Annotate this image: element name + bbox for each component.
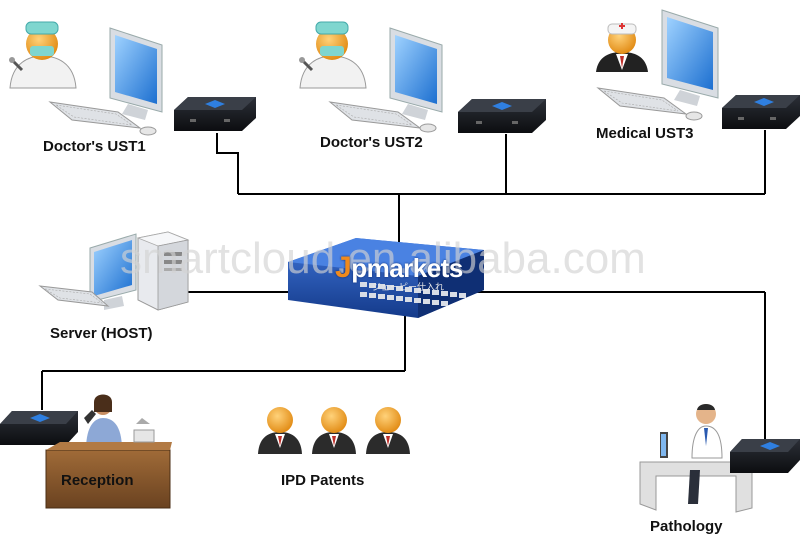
doctor2-workstation bbox=[299, 21, 546, 133]
patient-icon bbox=[312, 407, 356, 454]
label-reception: Reception bbox=[61, 472, 134, 489]
server-tower-icon bbox=[136, 231, 190, 311]
desk-icon bbox=[45, 418, 172, 509]
thin-client-box bbox=[458, 99, 546, 133]
monitor-icon bbox=[109, 27, 163, 120]
label-server: Server (HOST) bbox=[50, 325, 153, 342]
medical3-workstation bbox=[596, 9, 800, 129]
watermark-text: smartcloud.en.alibaba.com bbox=[120, 234, 646, 283]
thin-client-box bbox=[174, 97, 256, 131]
monitor-icon bbox=[89, 233, 137, 310]
thin-client-box bbox=[722, 95, 800, 129]
monitor-icon bbox=[389, 27, 443, 120]
network-cables bbox=[41, 130, 766, 440]
doctor-icon bbox=[299, 21, 367, 89]
thin-client-box bbox=[730, 439, 800, 473]
label-doctor1: Doctor's UST1 bbox=[43, 138, 146, 155]
cable-ust1 bbox=[216, 133, 239, 194]
doctor1-workstation bbox=[9, 21, 256, 136]
keyboard-icon bbox=[38, 285, 110, 307]
keyboard-icon bbox=[48, 101, 157, 136]
label-medical3: Medical UST3 bbox=[596, 125, 694, 142]
receptionist-icon bbox=[84, 394, 122, 450]
doctor-icon bbox=[9, 21, 77, 89]
keyboard-icon bbox=[596, 87, 703, 121]
patient-icon bbox=[366, 407, 410, 454]
thin-client-box bbox=[0, 411, 78, 445]
reception-workstation bbox=[0, 394, 172, 509]
patient-icon bbox=[258, 407, 302, 454]
label-ipd: IPD Patents bbox=[281, 472, 365, 489]
pathology-workstation bbox=[639, 404, 800, 513]
medical-staff-icon bbox=[596, 23, 648, 72]
monitor-icon bbox=[661, 9, 719, 106]
ipd-patients bbox=[258, 407, 410, 454]
lab-technician-icon bbox=[688, 404, 723, 504]
brand-logo: Jpmarkets bbox=[335, 251, 463, 284]
keyboard-icon bbox=[328, 101, 437, 133]
label-pathology: Pathology bbox=[650, 518, 723, 535]
brand-subtitle: ジェーピー仕入れ bbox=[372, 283, 445, 293]
network-switch bbox=[288, 238, 484, 318]
server-workstation bbox=[38, 231, 190, 311]
monitor-icon bbox=[660, 432, 668, 458]
label-doctor2: Doctor's UST2 bbox=[320, 134, 423, 151]
